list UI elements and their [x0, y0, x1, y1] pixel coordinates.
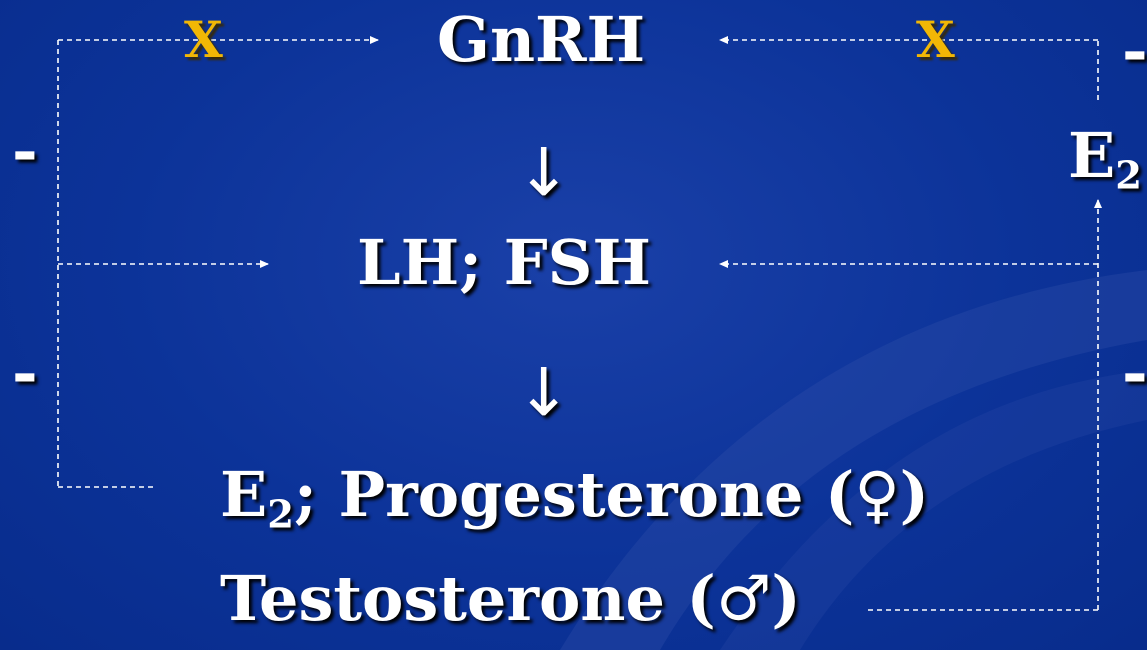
estradiol-right-subscript: 2: [1115, 153, 1142, 199]
negative-sign-right-lower: -: [1122, 336, 1147, 409]
blocked-mark-left: X: [184, 10, 223, 69]
estradiol-right-label: E2: [1068, 125, 1142, 196]
estradiol-progesterone-label: E2; Progesterone (♀): [220, 464, 929, 535]
gnrh-label: GnRH: [437, 3, 646, 76]
testosterone-label: Testosterone (♂): [220, 562, 801, 635]
estradiol-right-base: E: [1068, 119, 1116, 192]
negative-sign-left-upper: -: [12, 114, 38, 187]
down-arrow-1: ↓: [516, 134, 572, 211]
negative-sign-left-lower: -: [12, 336, 38, 409]
down-arrow-2: ↓: [516, 354, 572, 431]
lh-fsh-label: LH; FSH: [357, 226, 652, 299]
negative-sign-right-top: -: [1122, 14, 1147, 87]
estradiol-base: E: [220, 458, 268, 531]
progesterone-text: ; Progesterone (♀): [294, 458, 930, 531]
blocked-mark-right: X: [916, 10, 955, 69]
estradiol-subscript: 2: [267, 492, 294, 538]
